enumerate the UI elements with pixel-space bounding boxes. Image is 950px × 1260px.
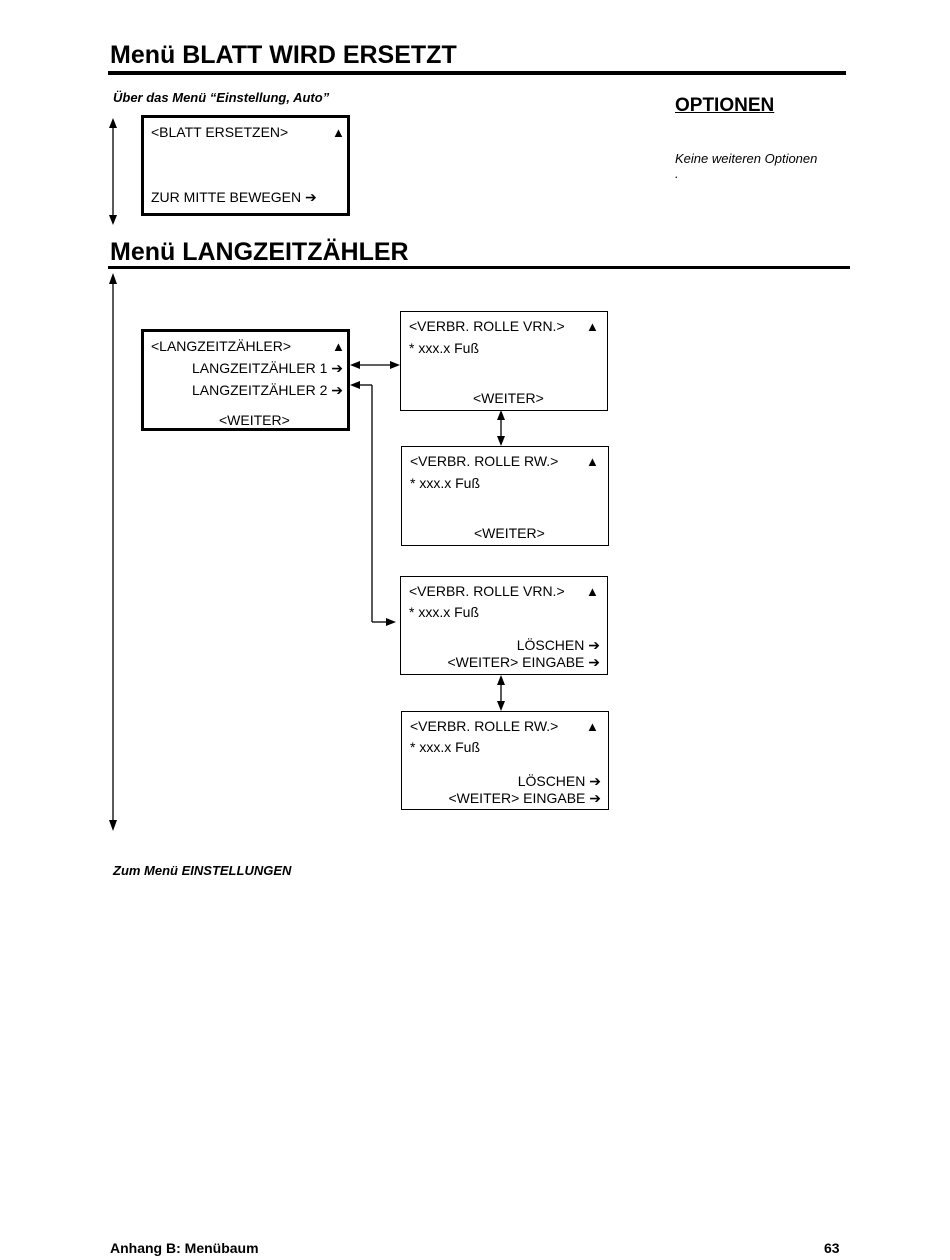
title-rule	[108, 71, 846, 75]
screen-counter2-rw: <VERBR. ROLLE RW.> ▲ * xxx.x Fuß LÖSCHEN…	[401, 711, 609, 810]
up-arrow-icon: ▲	[586, 454, 599, 469]
options-dot: .	[675, 166, 679, 181]
to-menu-note: Zum Menü EINSTELLUNGEN	[113, 863, 292, 878]
screen-title: <VERBR. ROLLE RW.>	[410, 718, 559, 734]
up-arrow-icon: ▲	[586, 719, 599, 734]
section-title-langzeitzaehler: Menü LANGZEITZÄHLER	[110, 238, 409, 266]
screen-next: <WEITER>	[474, 525, 545, 541]
footer-section-label: Anhang B: Menübaum	[110, 1240, 259, 1256]
options-text: Keine weiteren Optionen	[675, 151, 818, 166]
title-rule	[108, 266, 850, 269]
up-arrow-icon: ▲	[332, 125, 345, 140]
screen-blatt-ersetzen: <BLATT ERSETZEN> ▲ ZUR MITTE BEWEGEN ➔	[141, 115, 350, 216]
arrowhead-up-icon	[109, 118, 117, 128]
arrowhead-right-icon	[390, 361, 400, 369]
arrowhead-up-icon	[497, 675, 505, 685]
screen-next: <WEITER>	[473, 390, 544, 406]
section-title-blatt: Menü BLATT WIRD ERSETZT	[110, 41, 457, 69]
arrowhead-right-icon	[386, 618, 396, 626]
arrowhead-down-icon	[497, 436, 505, 446]
menu-item-counter-2: LANGZEITZÄHLER 2 ➔	[192, 382, 343, 398]
screen-next-enter: <WEITER> EINGABE ➔	[447, 654, 600, 670]
menu-item-counter-1: LANGZEITZÄHLER 1 ➔	[192, 360, 343, 376]
arrowhead-up-icon	[497, 410, 505, 420]
screen-title: <LANGZEITZÄHLER>	[151, 338, 292, 354]
arrowhead-left-icon	[350, 381, 360, 389]
screen-value: * xxx.x Fuß	[409, 340, 480, 356]
screen-title: <VERBR. ROLLE RW.>	[410, 453, 559, 469]
screen-langzeitzaehler: <LANGZEITZÄHLER> ▲ LANGZEITZÄHLER 1 ➔ LA…	[141, 329, 350, 431]
options-title: OPTIONEN	[675, 95, 775, 116]
screen-next: <WEITER>	[219, 412, 290, 428]
up-arrow-icon: ▲	[586, 584, 599, 599]
screen-clear: LÖSCHEN ➔	[516, 637, 600, 653]
screen-counter1-vrn: <VERBR. ROLLE VRN.> ▲ * xxx.x Fuß <WEITE…	[400, 311, 608, 411]
screen-value: * xxx.x Fuß	[410, 739, 481, 755]
arrowhead-down-icon	[497, 701, 505, 711]
screen-next-enter: <WEITER> EINGABE ➔	[448, 790, 601, 806]
screen-title: <VERBR. ROLLE VRN.>	[409, 583, 565, 599]
arrowhead-down-icon	[109, 215, 117, 225]
screen-counter2-vrn: <VERBR. ROLLE VRN.> ▲ * xxx.x Fuß LÖSCHE…	[400, 576, 608, 675]
screen-value: * xxx.x Fuß	[409, 604, 480, 620]
arrowhead-left-icon	[350, 361, 360, 369]
from-menu-note: Über das Menü “Einstellung, Auto”	[113, 90, 330, 105]
screen-title: <BLATT ERSETZEN>	[151, 124, 289, 140]
screen-action: ZUR MITTE BEWEGEN ➔	[151, 189, 317, 205]
screen-clear: LÖSCHEN ➔	[517, 773, 601, 789]
arrowhead-up-icon	[109, 273, 117, 284]
page-number: 63	[824, 1240, 840, 1256]
arrowhead-down-icon	[109, 820, 117, 831]
screen-value: * xxx.x Fuß	[410, 475, 481, 491]
up-arrow-icon: ▲	[332, 339, 345, 354]
screen-counter1-rw: <VERBR. ROLLE RW.> ▲ * xxx.x Fuß <WEITER…	[401, 446, 609, 546]
up-arrow-icon: ▲	[586, 319, 599, 334]
screen-title: <VERBR. ROLLE VRN.>	[409, 318, 565, 334]
